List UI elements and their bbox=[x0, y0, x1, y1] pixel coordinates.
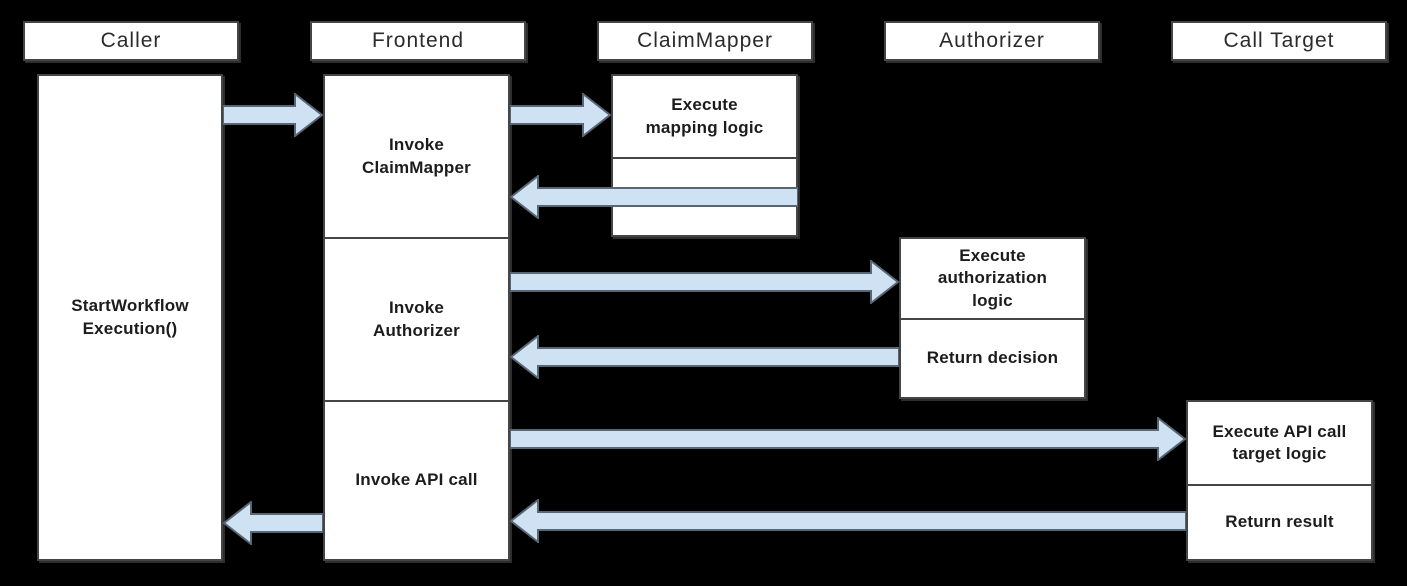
lifeline-header-frontend-label: Frontend bbox=[371, 29, 465, 52]
lifeline-header-authorizer: Authorizer bbox=[884, 21, 1100, 61]
step-execute-authorization-logic: Execute authorization logic bbox=[899, 237, 1086, 320]
arrow-claimmapper-return-claims-to-frontend bbox=[510, 175, 798, 219]
activation-startworkflowexecution-label: StartWorkflow Execution() bbox=[71, 296, 189, 338]
step-invoke-authorizer-label: Invoke Authorizer bbox=[373, 298, 460, 340]
step-return-decision-label: Return decision bbox=[926, 348, 1059, 368]
step-return-decision: Return decision bbox=[899, 318, 1086, 399]
arrow-frontend-to-authorizer bbox=[510, 260, 899, 304]
step-execute-mapping-logic: Execute mapping logic bbox=[611, 74, 798, 159]
step-execute-authorization-logic-label: Execute authorization logic bbox=[937, 245, 1048, 310]
step-return-result: Return result bbox=[1186, 484, 1373, 561]
arrow-authorizer-return-decision-to-frontend bbox=[510, 335, 899, 379]
lifeline-header-calltarget-label: Call Target bbox=[1223, 29, 1335, 52]
step-execute-api-call-target-logic: Execute API call target logic bbox=[1186, 400, 1373, 486]
lifeline-header-caller-label: Caller bbox=[100, 29, 162, 52]
step-execute-mapping-logic-label: Execute mapping logic bbox=[645, 95, 764, 137]
step-return-result-label: Return result bbox=[1225, 512, 1334, 532]
step-invoke-authorizer: Invoke Authorizer bbox=[323, 237, 510, 402]
arrow-calltarget-return-result-to-frontend bbox=[510, 499, 1186, 543]
step-execute-api-call-target-logic-label: Execute API call target logic bbox=[1212, 421, 1347, 463]
arrow-frontend-to-calltarget bbox=[510, 417, 1186, 461]
step-invoke-claimmapper: Invoke ClaimMapper bbox=[323, 74, 510, 239]
lifeline-header-claimmapper: ClaimMapper bbox=[597, 21, 813, 61]
step-invoke-api-call-label: Invoke API call bbox=[355, 470, 478, 490]
step-invoke-api-call: Invoke API call bbox=[323, 400, 510, 561]
step-invoke-claimmapper-label: Invoke ClaimMapper bbox=[362, 135, 471, 177]
lifeline-header-claimmapper-label: ClaimMapper bbox=[637, 29, 773, 52]
arrow-caller-to-frontend bbox=[223, 93, 323, 137]
lifeline-header-caller: Caller bbox=[23, 21, 239, 61]
lifeline-header-authorizer-label: Authorizer bbox=[939, 29, 1045, 52]
activation-startworkflowexecution: StartWorkflow Execution() bbox=[37, 74, 223, 561]
lifeline-header-calltarget: Call Target bbox=[1171, 21, 1387, 61]
arrow-frontend-to-caller bbox=[223, 501, 323, 545]
arrow-frontend-to-claimmapper bbox=[510, 93, 611, 137]
lifeline-header-frontend: Frontend bbox=[310, 21, 526, 61]
